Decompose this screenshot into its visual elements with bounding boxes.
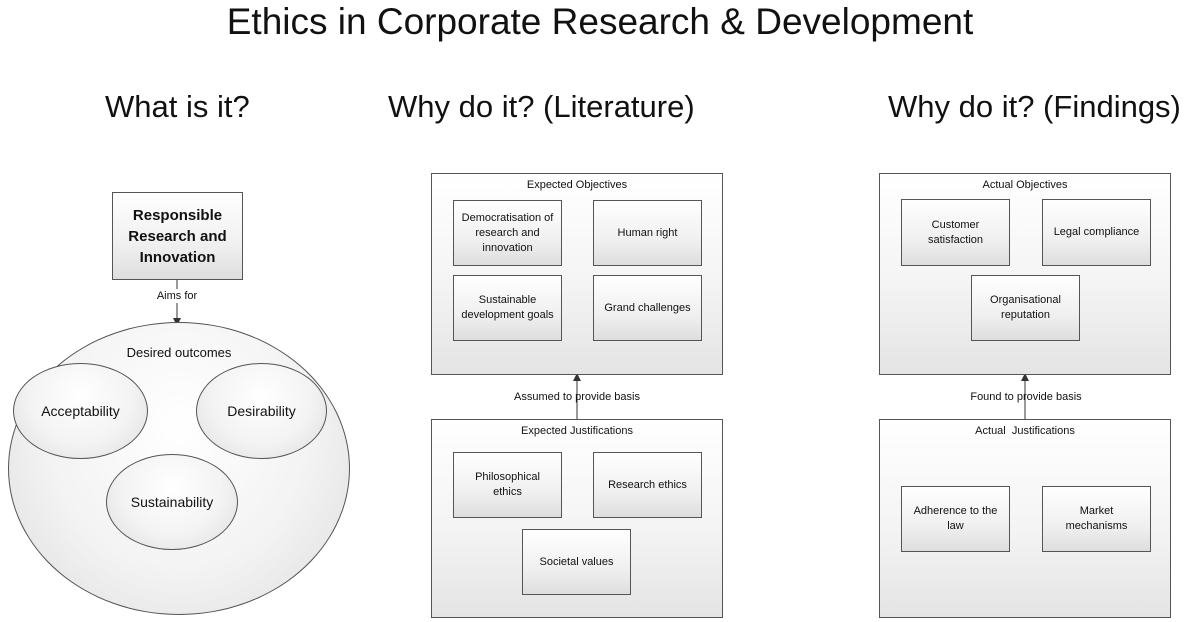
heading-why-literature: Why do it? (Literature) <box>388 89 695 124</box>
justification-research-ethics: Research ethics <box>593 452 702 518</box>
objective-grand-challenges: Grand challenges <box>593 275 702 341</box>
desired-outcomes-label: Desired outcomes <box>126 345 232 360</box>
outcome-sustainability: Sustainability <box>106 454 238 550</box>
objective-democratisation: Democratisation of research and innovati… <box>453 200 562 266</box>
justification-philosophical-ethics: Philosophical ethics <box>453 452 562 518</box>
objective-organisational-reputation: Organisational reputation <box>971 275 1080 341</box>
justification-market-mechanisms: Market mechanisms <box>1042 486 1151 552</box>
expected-objectives-label: Expected Objectives <box>526 179 628 191</box>
heading-what-is-it: What is it? <box>105 89 250 124</box>
page-title: Ethics in Corporate Research & Developme… <box>226 1 974 42</box>
outcome-desirability: Desirability <box>196 363 327 459</box>
expected-justifications-label: Expected Justifications <box>521 425 633 437</box>
objective-sdgs: Sustainable development goals <box>453 275 562 341</box>
assumed-basis-label: Assumed to provide basis <box>514 391 640 403</box>
heading-why-findings: Why do it? (Findings) <box>888 89 1181 124</box>
objective-human-right: Human right <box>593 200 702 266</box>
objective-customer-satisfaction: Customer satisfaction <box>901 199 1010 266</box>
justification-societal-values: Societal values <box>522 529 631 595</box>
justification-adherence-to-law: Adherence to the law <box>901 486 1010 552</box>
outcome-acceptability: Acceptability <box>13 363 148 459</box>
found-basis-label: Found to provide basis <box>970 391 1082 403</box>
rri-label: Responsible Research and Innovation <box>128 206 227 266</box>
actual-objectives-label: Actual Objectives <box>982 179 1068 191</box>
rri-box: Responsible Research and Innovation <box>112 192 243 280</box>
objective-legal-compliance: Legal compliance <box>1042 199 1151 266</box>
aims-for-label: Aims for <box>155 289 199 303</box>
actual-justifications-label: Actual Justifications <box>975 425 1075 437</box>
